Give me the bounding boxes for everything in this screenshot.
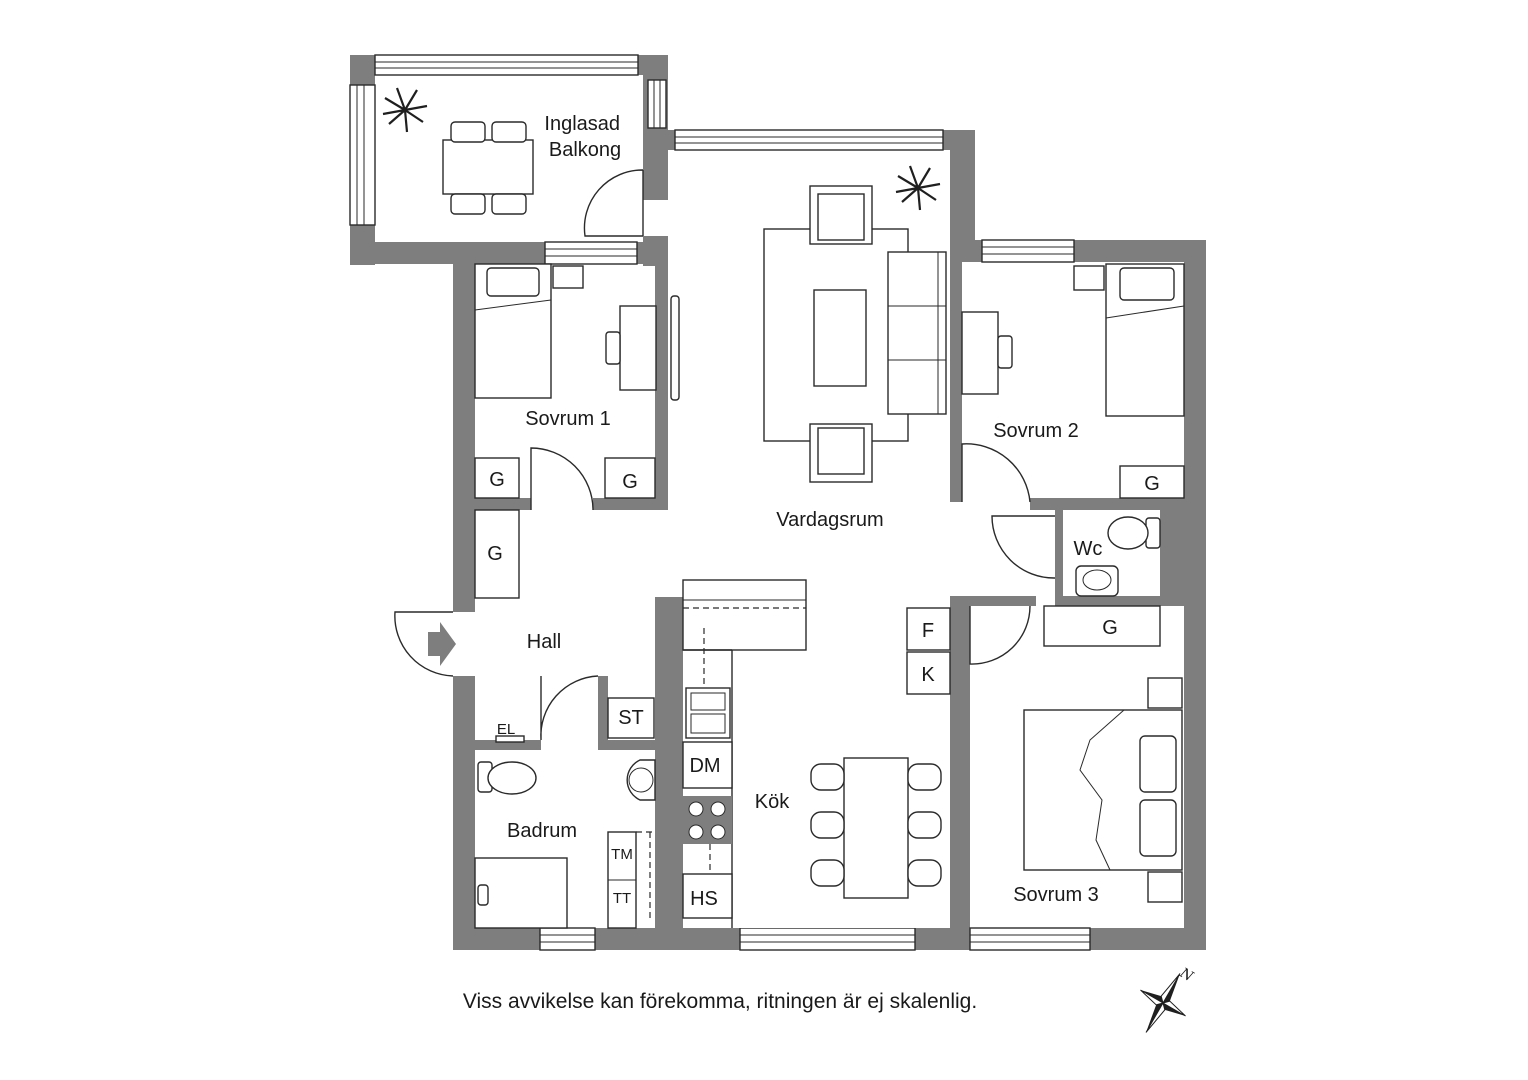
fridge [906, 607, 951, 651]
storage-label: ST [618, 707, 644, 729]
wardrobe-label: G [489, 469, 505, 491]
disclaimer-text: Viss avvikelse kan förekomma, ritningen … [462, 990, 978, 1013]
bathroom-fixtures [474, 759, 656, 929]
bedroom3-furniture [1023, 677, 1183, 903]
room-label-bathroom: Badrum [507, 820, 577, 842]
washer-label: TM [611, 846, 633, 863]
room-label-living: Vardagsrum [776, 509, 883, 531]
electric-label: EL [497, 721, 515, 738]
kitchen-fixtures [682, 579, 950, 928]
room-label-bedroom3: Sovrum 3 [1013, 884, 1099, 906]
room-label-bedroom2: Sovrum 2 [993, 420, 1079, 442]
bedroom1-furniture [474, 263, 680, 401]
plant-icon [895, 165, 941, 211]
dryer-label: TT [613, 890, 631, 907]
wardrobe [1043, 605, 1161, 647]
wardrobe [474, 457, 520, 499]
wardrobe-label: G [622, 471, 638, 493]
wardrobe-label: G [487, 543, 503, 565]
dishwasher-label: DM [689, 755, 720, 777]
wardrobe [1119, 465, 1185, 499]
wardrobe-label: G [1102, 617, 1118, 639]
room-label-hall: Hall [527, 631, 561, 653]
electric-panel [495, 735, 525, 743]
windows [349, 54, 1091, 951]
wc-fixtures [1075, 516, 1161, 597]
wardrobe [474, 509, 520, 599]
room-label-wc: Wc [1074, 538, 1103, 560]
compass-north-label: N [1176, 965, 1196, 986]
storage-cabinet [607, 697, 655, 739]
room-label-kitchen: Kök [755, 791, 790, 813]
compass-icon [1140, 973, 1186, 1033]
wardrobe-label: G [1144, 473, 1160, 495]
freezer [906, 651, 951, 695]
freezer-label: K [921, 664, 935, 686]
plant-icon [382, 87, 428, 133]
wardrobe [604, 457, 656, 499]
high-cabinet-label: HS [690, 888, 718, 910]
bedroom2-furniture [961, 263, 1185, 417]
room-label-balcony: Inglasad Balkong [544, 113, 625, 161]
fridge-label: F [922, 620, 934, 642]
entrance-arrow-icon [428, 622, 456, 666]
living-furniture [763, 165, 947, 483]
balcony-furniture [382, 87, 534, 215]
doors [394, 169, 1056, 741]
room-label-bedroom1: Sovrum 1 [525, 408, 611, 430]
